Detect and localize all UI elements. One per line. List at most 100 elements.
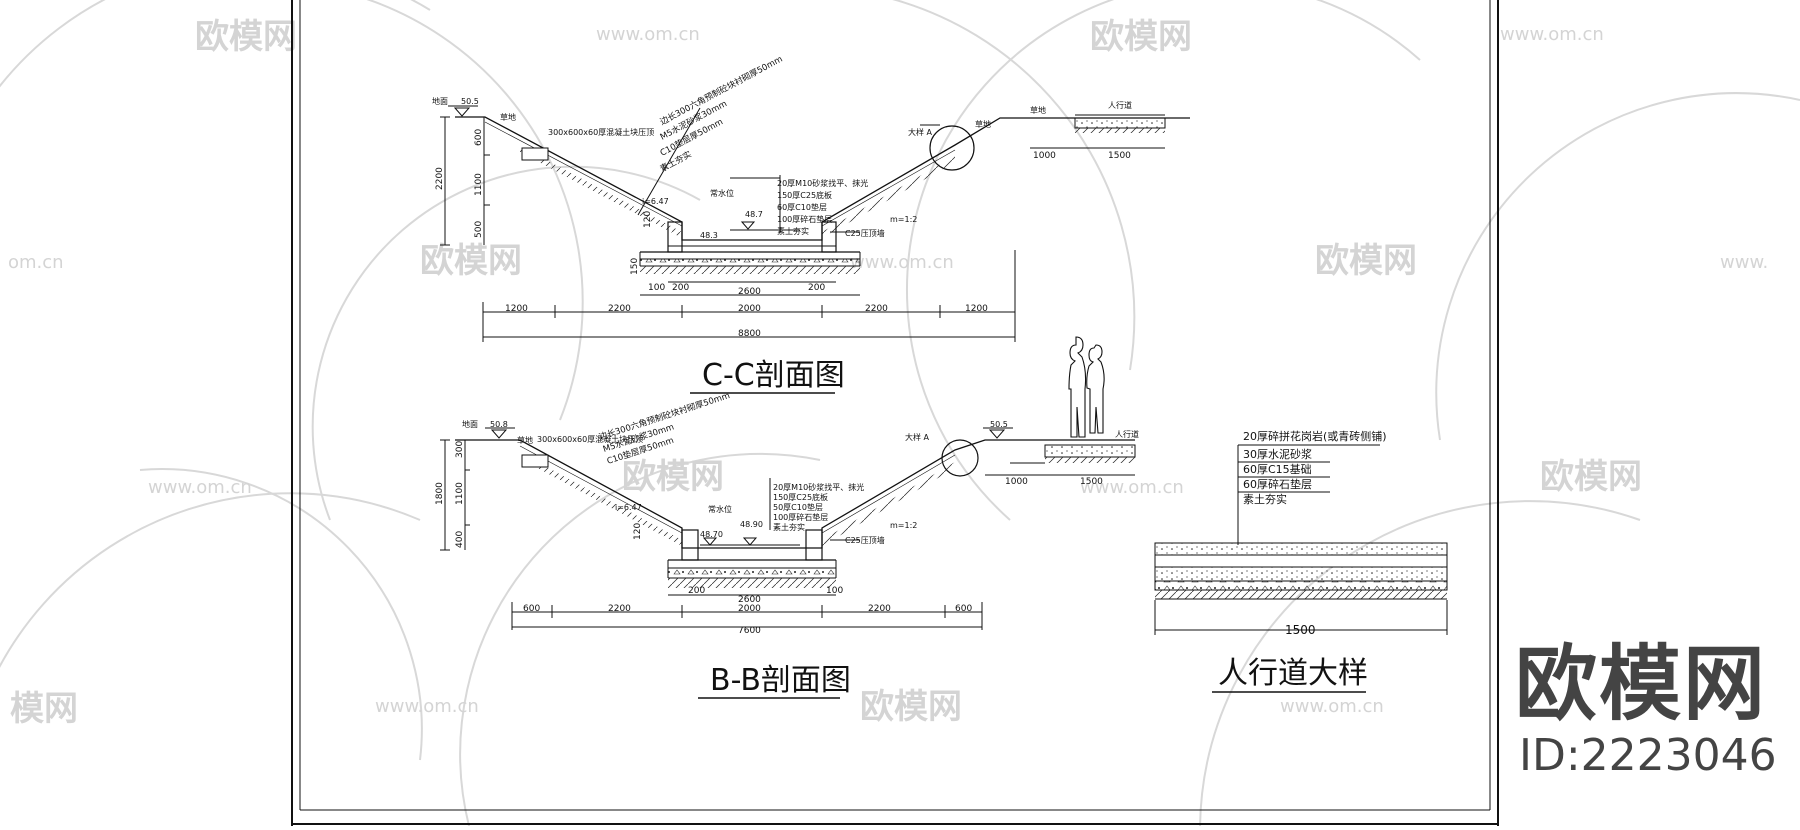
- bb-dim: 1100: [455, 482, 465, 505]
- bb-bottom2: 150厚C25底板: [773, 492, 828, 502]
- bb-dim: 2000: [738, 604, 761, 614]
- brand-watermark: 欧模网 ID:2223046: [1515, 640, 1777, 782]
- watermark-url: www.om.cn: [850, 252, 954, 273]
- watermark-url: www.om.cn: [375, 696, 479, 717]
- cc-sidewalk-label: 人行道: [1108, 100, 1132, 110]
- sidewalk-layer: 30厚水泥砂浆: [1243, 447, 1312, 461]
- cc-slope-lining-right: [822, 156, 955, 238]
- bb-detail-label: 大样 A: [905, 432, 930, 442]
- bb-bottom-notes: 20厚M10砂浆找平、抹光 150厚C25底板 50厚C10垫层 100厚碎石垫…: [773, 482, 864, 532]
- cc-ground-label: 地面: [432, 96, 448, 106]
- sidewalk-layer-notes: 20厚碎拼花岗岩(或青砖侧铺) 30厚水泥砂浆 60厚C15基础 60厚碎石垫层…: [1243, 429, 1387, 506]
- bb-wall: C25压顶墙: [845, 535, 885, 545]
- watermark-texts: 欧模网 www.om.cn 欧模网 www.om.cn om.cn 欧模网 ww…: [8, 17, 1768, 729]
- brand-name: 欧模网: [1515, 637, 1768, 732]
- cc-slope-left: i=6.47: [642, 197, 669, 206]
- bb-dim-labels: 600 2200 2000 2200 600 7600 2600 200 100…: [435, 441, 1103, 636]
- cc-slope-right: m=1:2: [890, 215, 917, 224]
- bb-horizontal-dims: [511, 474, 1135, 630]
- cc-lawn-left: 草地: [500, 112, 516, 122]
- bb-dim: 7600: [738, 626, 761, 636]
- bb-slope-lining-right: [822, 462, 955, 546]
- cc-bottom4: 100厚碎石垫层: [777, 214, 832, 224]
- cc-dim: 120: [643, 211, 653, 228]
- bb-dim: 600: [955, 604, 972, 614]
- watermark-logo: 欧模网: [1090, 17, 1192, 57]
- watermark-logo: 欧模网: [622, 457, 724, 497]
- cc-dim: 2200: [608, 304, 631, 314]
- watermark-url: www.om.cn: [1080, 477, 1184, 498]
- section-cc: 地面 50.5 草地 300x600x60厚混凝土块压顶 草地 草地 人行道 大…: [432, 54, 1190, 394]
- bb-ground-marker: [485, 427, 1013, 439]
- watermark-url: www.om.cn: [148, 477, 252, 498]
- cc-water-elev: 48.7: [745, 210, 763, 219]
- cc-labels: 地面 50.5 草地 300x600x60厚混凝土块压顶 草地 草地 人行道 大…: [432, 96, 1132, 240]
- cc-bottom-elev: 48.3: [700, 231, 718, 240]
- bb-gravel-layer: [668, 568, 836, 578]
- cc-dim: 1500: [1108, 151, 1131, 161]
- sidewalk-layer: 20厚碎拼花岗岩(或青砖侧铺): [1243, 429, 1387, 443]
- cc-slope-lining-left: [520, 146, 682, 238]
- bb-normal-water: 常水位: [708, 504, 732, 514]
- cc-dim: 1200: [505, 304, 528, 314]
- cc-coping-left: [521, 147, 549, 161]
- watermark-logo: 欧模网: [420, 241, 522, 281]
- cc-bottom5: 素土夯实: [777, 226, 809, 236]
- bb-slope-left: i=6.47: [615, 503, 642, 512]
- sidewalk-leader: [1237, 444, 1380, 545]
- bb-leaders: [769, 439, 1115, 541]
- cc-lawn-right: 草地: [975, 119, 991, 129]
- cc-dim: 2200: [435, 167, 445, 190]
- watermark-logo: 模网: [10, 689, 78, 729]
- bb-slope-right: m=1:2: [890, 521, 917, 530]
- bb-dim: 600: [523, 604, 540, 614]
- bb-vertical-dims: [440, 439, 470, 551]
- cc-bottom3: 60厚C10垫层: [777, 202, 827, 212]
- cc-layer1: 边长300六角预制砼块衬砌厚50mm: [658, 54, 784, 128]
- bb-bottom4: 100厚碎石垫层: [773, 512, 828, 522]
- cc-bottom2: 150厚C25底板: [777, 190, 832, 200]
- cc-dim: 8800: [738, 329, 761, 339]
- cc-dim: 200: [808, 283, 825, 293]
- cc-dim: 1100: [474, 173, 484, 196]
- sidewalk-dims: [1154, 600, 1448, 635]
- bb-bottom3: 50厚C10垫层: [773, 502, 823, 512]
- cc-dim: 500: [474, 221, 484, 238]
- cc-vertical-dims: [440, 116, 490, 246]
- cc-water-level: [730, 221, 800, 231]
- watermark-logo: 欧模网: [1315, 241, 1417, 281]
- cc-horizontal-dims: [482, 147, 1165, 342]
- cc-dim: 2600: [738, 287, 761, 297]
- cc-normal-water: 常水位: [710, 188, 734, 198]
- bb-dim: 2200: [608, 604, 631, 614]
- sidewalk-layers-section: [1154, 542, 1448, 600]
- section-bb: 地面 50.8 50.5 草地 300x600x60厚混凝土块压顶 人行道 大样…: [435, 336, 1139, 699]
- cc-detail-label: 大样 A: [908, 127, 933, 137]
- cc-dim: 2000: [738, 304, 761, 314]
- watermark-url: om.cn: [8, 252, 64, 273]
- watermark-logo: 欧模网: [860, 687, 962, 727]
- bb-sidewalk-label: 人行道: [1115, 429, 1139, 439]
- human-figures-icon: [1068, 336, 1105, 438]
- bb-dim: 120: [633, 523, 643, 540]
- cc-road: 草地: [1030, 105, 1046, 115]
- bb-dim: 2200: [868, 604, 891, 614]
- bb-dim: 2600: [738, 595, 761, 605]
- bb-dim: 1800: [435, 482, 445, 505]
- bb-sidewalk: [1044, 444, 1136, 463]
- bb-bottom1: 20厚M10砂浆找平、抹光: [773, 482, 864, 492]
- sidewalk-layer: 素土夯实: [1243, 492, 1287, 506]
- bb-dim: 1000: [1005, 477, 1028, 487]
- bb-slope-lining-left: [530, 458, 682, 546]
- bb-dim: 100: [826, 586, 843, 596]
- brand-id: ID:2223046: [1519, 730, 1777, 781]
- bb-bottom5: 素土夯实: [773, 522, 805, 532]
- bb-water-level: [700, 537, 800, 546]
- cc-dim: 150: [630, 258, 640, 275]
- sidewalk-layer: 60厚碎石垫层: [1243, 477, 1312, 491]
- cc-curb-note: 300x600x60厚混凝土块压顶: [548, 127, 654, 137]
- bb-title: B-B剖面图: [710, 663, 851, 698]
- bb-soil-layer: [668, 578, 836, 588]
